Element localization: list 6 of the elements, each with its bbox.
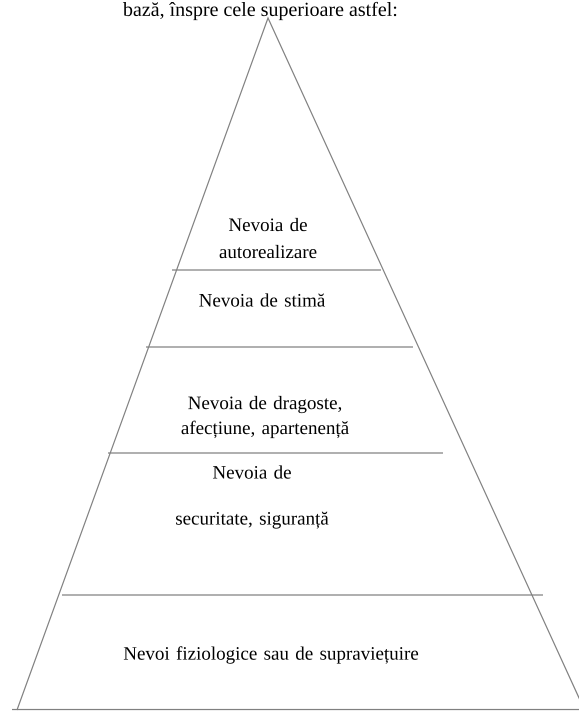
level-label: Nevoia de stimă (199, 293, 326, 307)
body-text: bază, înspre cele superioare astfel: (122, 2, 396, 20)
level-label: Nevoia de autorealizare (220, 218, 316, 258)
level-label: Nevoi fiziologice sau de supraviețuire (124, 646, 418, 664)
level-label: Nevoia de dragoste, afecțiune, apartenență (182, 396, 349, 438)
level-label: Nevoia de securitate, siguranță (176, 465, 329, 529)
